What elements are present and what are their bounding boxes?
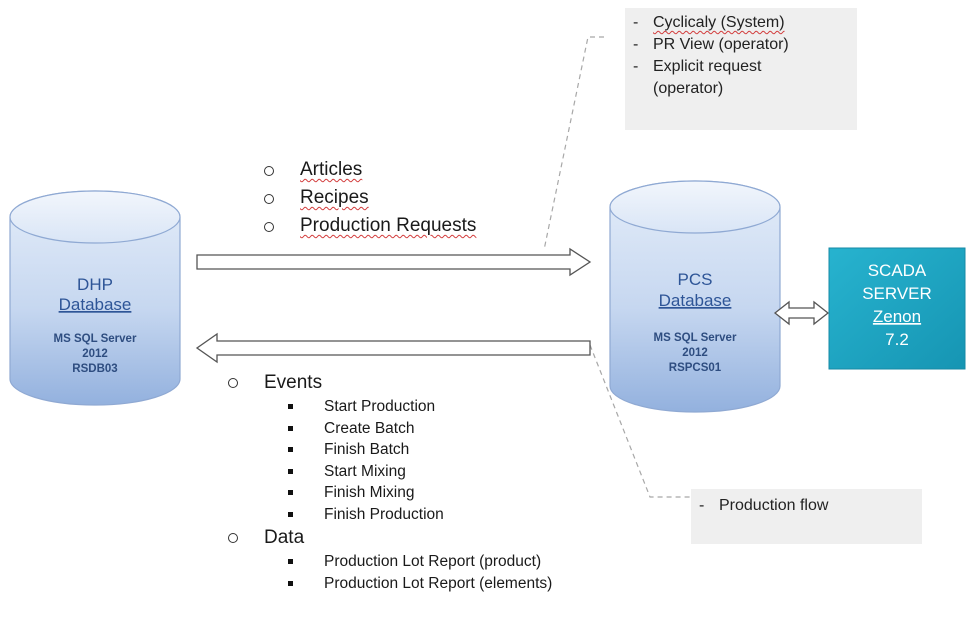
- sync-to-dhp-list: Events Start Production Create Batch Fin…: [226, 370, 552, 594]
- data-group: Data Production Lot Report (product) Pro…: [226, 525, 552, 594]
- dhp-version: 2012: [82, 348, 108, 360]
- pcs-title-line2: Database: [659, 291, 732, 310]
- double-arrow-pcs-scada: [773, 300, 830, 326]
- pcs-database-cylinder: [609, 180, 781, 413]
- pcs-version: 2012: [682, 347, 708, 359]
- production-flow-note: Production flow: [691, 489, 922, 544]
- arrow-pcs-to-dhp: [195, 332, 591, 364]
- trigger-note-item: PR View (operator): [625, 34, 857, 56]
- arrow-dhp-to-pcs: [196, 247, 592, 277]
- scada-line1: SCADA: [868, 261, 927, 280]
- event-item: Finish Mixing: [288, 482, 552, 504]
- dhp-server: MS SQL Server: [54, 333, 137, 345]
- pcs-host: RSPCS01: [669, 362, 722, 374]
- events-group: Events Start Production Create Batch Fin…: [226, 370, 552, 525]
- scada-server-box: [828, 247, 966, 370]
- event-item: Finish Production: [288, 504, 552, 526]
- data-heading: Data: [226, 525, 552, 551]
- list-item-recipes: Recipes: [262, 184, 476, 212]
- bottom-note-connector: [589, 344, 690, 498]
- data-item: Production Lot Report (elements): [288, 573, 552, 595]
- trigger-note-item: Cyclicaly (System): [625, 12, 857, 34]
- event-item: Finish Batch: [288, 439, 552, 461]
- production-flow-item: Production flow: [691, 495, 922, 517]
- events-heading: Events: [226, 370, 552, 396]
- scada-line3: Zenon: [873, 307, 921, 326]
- event-item: Start Mixing: [288, 461, 552, 483]
- dhp-title-line2: Database: [59, 295, 132, 314]
- scada-line4: 7.2: [885, 330, 909, 349]
- list-item-articles: Articles: [262, 156, 476, 184]
- event-item: Start Production: [288, 396, 552, 418]
- scada-line2: SERVER: [862, 284, 932, 303]
- event-item: Create Batch: [288, 418, 552, 440]
- sync-to-pcs-list: Articles Recipes Production Requests: [262, 156, 476, 240]
- dhp-database-cylinder: [9, 190, 181, 406]
- top-note-connector: [543, 36, 604, 251]
- dhp-title-line1: DHP: [77, 275, 113, 294]
- list-item-production-requests: Production Requests: [262, 212, 476, 240]
- trigger-note-item: Explicit request: [625, 56, 857, 78]
- dhp-host: RSDB03: [72, 363, 117, 375]
- data-item: Production Lot Report (product): [288, 551, 552, 573]
- trigger-note-item-continuation: (operator): [653, 80, 724, 97]
- trigger-note: Cyclicaly (System) PR View (operator) Ex…: [625, 8, 857, 130]
- pcs-server: MS SQL Server: [654, 332, 737, 344]
- pcs-title-line1: PCS: [678, 270, 713, 289]
